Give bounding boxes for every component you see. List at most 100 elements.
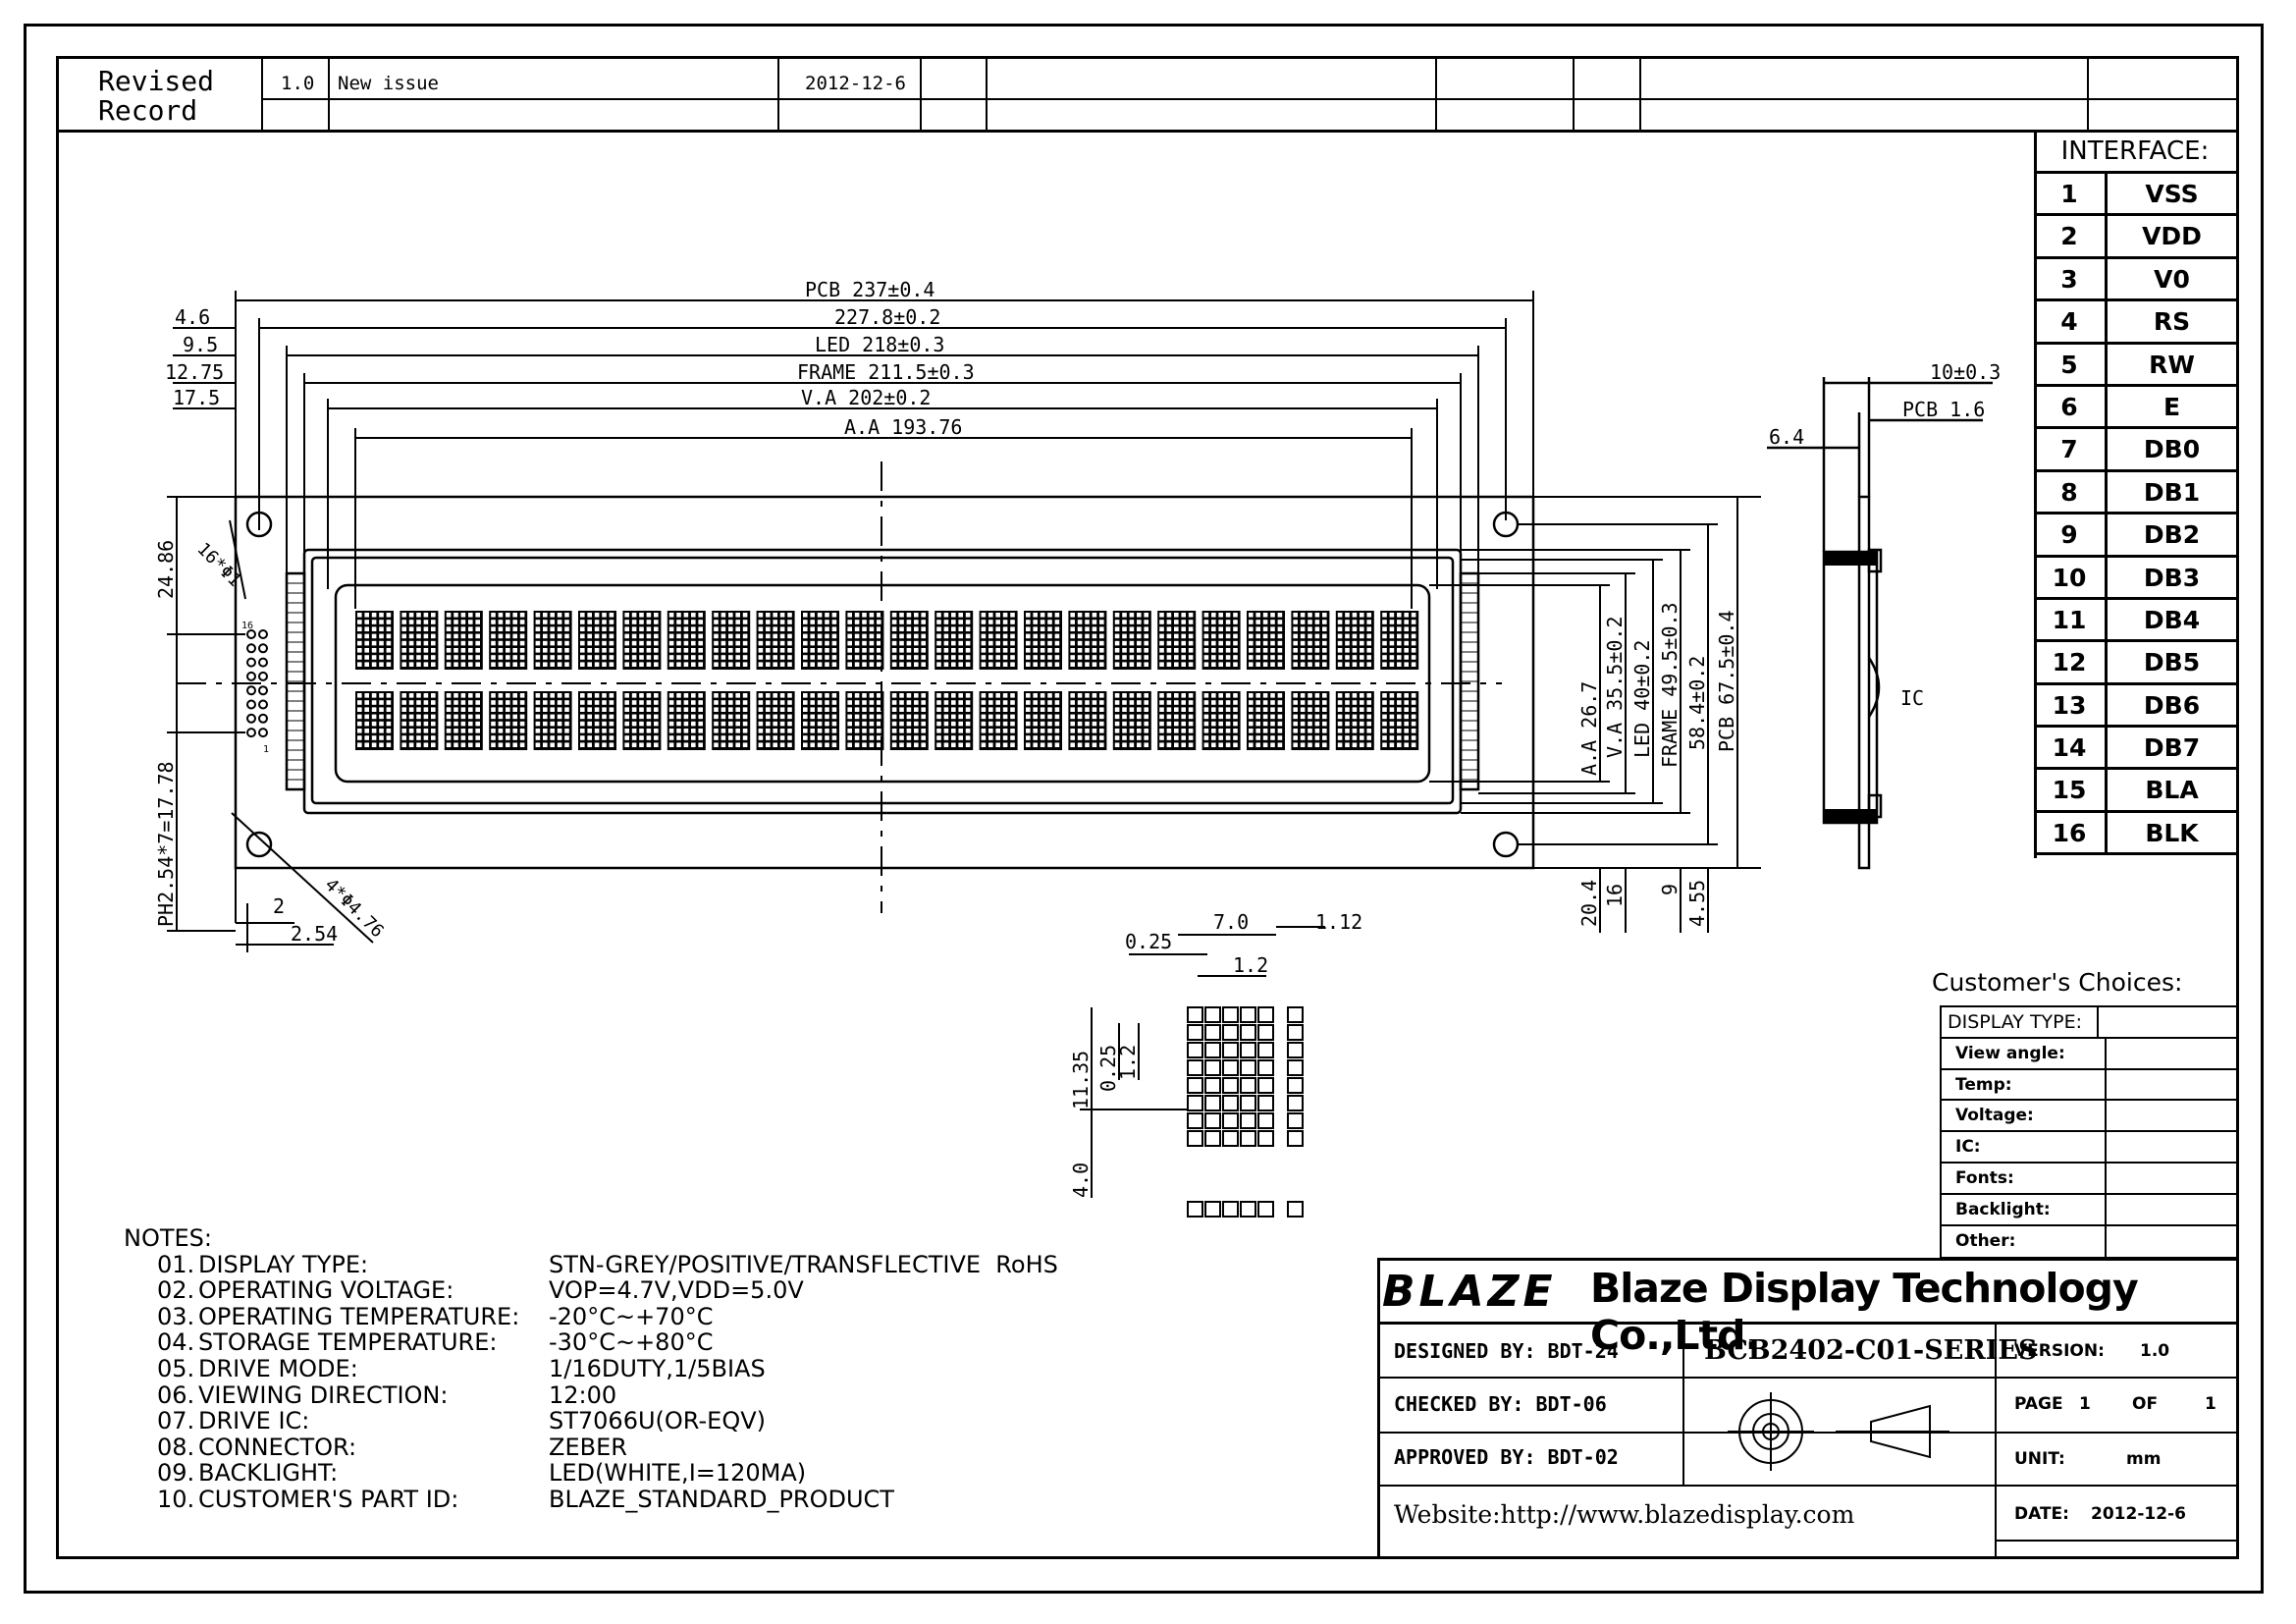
char-dot (1352, 714, 1358, 720)
char-dot (460, 655, 466, 660)
char-dot (1033, 662, 1038, 667)
char-dot (773, 707, 777, 712)
char-dot (1382, 626, 1387, 631)
char-dot (943, 640, 949, 646)
dim-dot-gap-v: 0.25 (1096, 1045, 1120, 1092)
note-item: 06.VIEWING DIRECTION:12:00 (124, 1381, 1058, 1409)
char-dot (1314, 707, 1320, 712)
char-dot (1181, 626, 1186, 631)
char-dot (683, 742, 689, 747)
char-dot (506, 662, 510, 667)
char-dot (1070, 633, 1075, 639)
char-dot (1047, 693, 1052, 698)
char-dot (810, 620, 815, 624)
char-dot (512, 626, 517, 631)
char-dot (1040, 735, 1045, 740)
char-dot (668, 648, 674, 653)
char-dot (1040, 700, 1045, 705)
char-dot (1389, 662, 1395, 667)
dim-va-width: V.A 202±0.2 (801, 386, 931, 409)
char-cell (444, 611, 483, 670)
char-dot (1249, 613, 1254, 618)
detail-dot (1204, 1024, 1221, 1041)
char-dot (698, 721, 703, 727)
char-dot (1397, 729, 1402, 733)
char-dot (965, 633, 971, 639)
char-dot (1322, 648, 1327, 653)
char-dot (936, 655, 941, 660)
char-dot (1002, 693, 1008, 698)
char-dot (1002, 655, 1008, 660)
detail-dot (1257, 1112, 1274, 1129)
char-dot (965, 707, 971, 712)
char-dot (728, 742, 733, 747)
char-dot (742, 700, 748, 705)
char-dot (1404, 640, 1409, 646)
char-dot (1397, 700, 1402, 705)
char-dot (498, 707, 504, 712)
char-dot (1255, 707, 1260, 712)
char-dot (654, 700, 659, 705)
char-dot (371, 729, 377, 733)
char-dot (1070, 648, 1075, 653)
char-dot (698, 707, 703, 712)
char-dot (519, 693, 525, 698)
char-dot (1085, 714, 1090, 720)
char-dot (468, 729, 473, 733)
char-dot (773, 620, 777, 624)
char-dot (683, 735, 689, 740)
char-dot (1233, 648, 1238, 653)
char-dot (810, 655, 815, 660)
char-dot (631, 640, 637, 646)
notes: NOTES: 01.DISPLAY TYPE:STN-GREY/POSITIVE… (124, 1225, 1058, 1513)
char-dot (988, 655, 993, 660)
char-dot (668, 693, 674, 698)
connector-pin (258, 728, 268, 738)
char-dot (1129, 707, 1135, 712)
char-dot (668, 735, 674, 740)
char-dot (862, 714, 867, 720)
char-dot (498, 700, 504, 705)
char-dot (691, 693, 696, 698)
char-dot (535, 707, 541, 712)
char-dot (379, 648, 384, 653)
char-dot (1114, 620, 1120, 624)
char-dot (995, 640, 1000, 646)
char-dot (519, 648, 525, 653)
char-dot (1218, 707, 1223, 712)
char-dot (1181, 640, 1186, 646)
char-dot (877, 693, 881, 698)
char-dot (1077, 640, 1083, 646)
char-dot (787, 693, 792, 698)
char-dot (1002, 640, 1008, 646)
char-dot (446, 721, 452, 727)
char-dot (1218, 735, 1223, 740)
char-dot (803, 693, 808, 698)
char-dot (1308, 620, 1312, 624)
char-dot (564, 613, 569, 618)
char-dot (1040, 714, 1045, 720)
char-dot (1010, 729, 1015, 733)
char-dot (1174, 693, 1179, 698)
char-dot (779, 742, 785, 747)
char-dot (1054, 640, 1060, 646)
char-dot (468, 613, 473, 618)
char-dot (1099, 735, 1104, 740)
char-dot (1300, 735, 1306, 740)
char-dot (609, 729, 614, 733)
char-dot (401, 620, 406, 624)
char-dot (1277, 721, 1283, 727)
char-dot (557, 640, 562, 646)
char-dot (1203, 707, 1209, 712)
connector-pin (258, 685, 268, 696)
char-dot (906, 735, 912, 740)
char-dot (1322, 613, 1327, 618)
char-dot (624, 693, 629, 698)
char-dot (728, 613, 733, 618)
char-dot (379, 620, 384, 624)
char-dot (921, 700, 926, 705)
char-dot (676, 735, 681, 740)
char-dot (721, 721, 726, 727)
dim-dot-gap: 0.25 (1125, 930, 1172, 953)
